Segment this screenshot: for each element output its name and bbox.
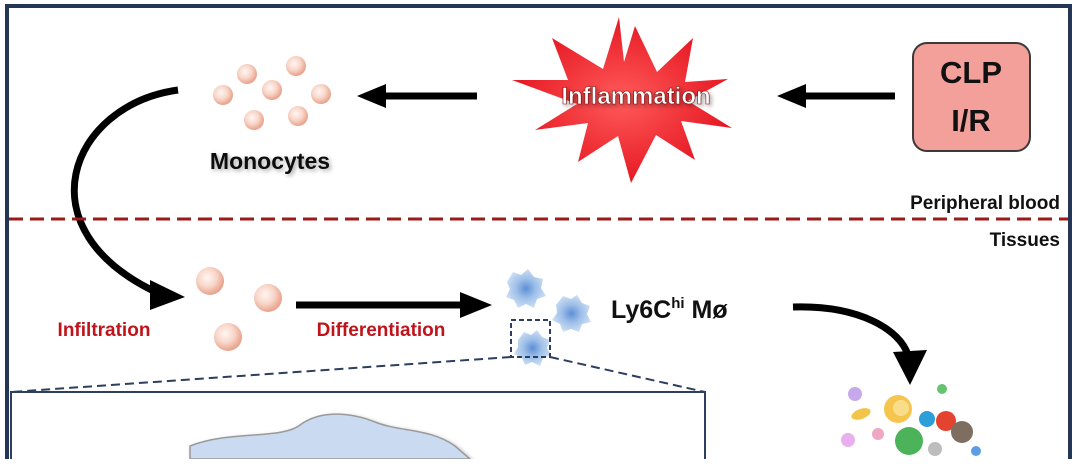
stimulus-box: CLP I/R [912,42,1031,152]
monocyte-cluster [213,56,331,130]
macrophage-label-base: Ly6C [611,296,671,324]
arrow-inflammation-to-monocytes [357,84,477,108]
inflammation-label: Inflammation [561,83,710,110]
curved-arrow-secretion [792,303,927,385]
macrophage-cluster [506,269,591,366]
outer-frame [5,4,1072,464]
magnified-macrophage [189,413,473,460]
stimulus-label-clp: CLP [940,55,1002,90]
secreted-factors [841,384,981,456]
arrow-differentiation [296,292,492,318]
peripheral-blood-label: Peripheral blood [910,193,1060,214]
macrophage-label-superscript: hi [671,295,684,312]
infiltration-label: Infiltration [58,320,151,341]
macrophage-label: Ly6Chi Mø [611,295,728,324]
inflammation-burst: Inflammation [512,17,732,183]
zoom-line-left [10,356,512,393]
infiltrated-monocytes [196,267,282,351]
monocytes-label: Monocytes [210,148,330,174]
macrophage-label-suffix: Mø [685,296,729,324]
differentiation-label: Differentiation [317,320,446,341]
zoom-line-right [549,356,706,393]
arrow-stimulus-to-inflammation [777,84,895,108]
stimulus-label-ir: I/R [951,103,991,138]
zoom-selection-box [510,319,551,358]
tissues-label: Tissues [990,230,1060,251]
curved-arrow-infiltration [70,86,185,310]
